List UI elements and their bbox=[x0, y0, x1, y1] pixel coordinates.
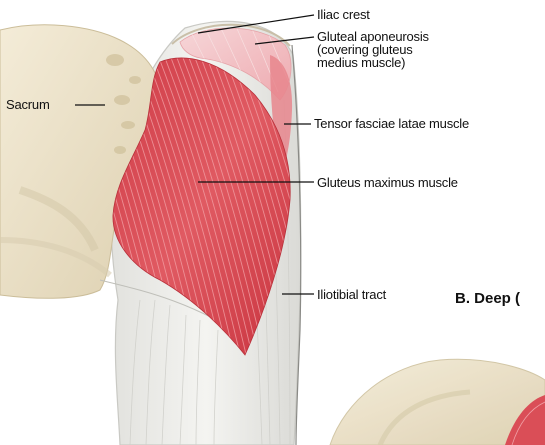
deep-view-fragment bbox=[330, 359, 545, 445]
label-iliotibial-tract: Iliotibial tract bbox=[317, 288, 386, 301]
label-sacrum: Sacrum bbox=[6, 98, 50, 111]
label-iliac-crest: Iliac crest bbox=[317, 8, 370, 21]
label-gluteal-aponeurosis-line-3: medius muscle) bbox=[317, 56, 477, 69]
label-tensor-fasciae-latae: Tensor fasciae latae muscle bbox=[314, 117, 469, 130]
label-gluteal-aponeurosis: Gluteal aponeurosis (covering gluteus me… bbox=[317, 30, 477, 69]
label-gluteus-maximus: Gluteus maximus muscle bbox=[317, 176, 458, 189]
